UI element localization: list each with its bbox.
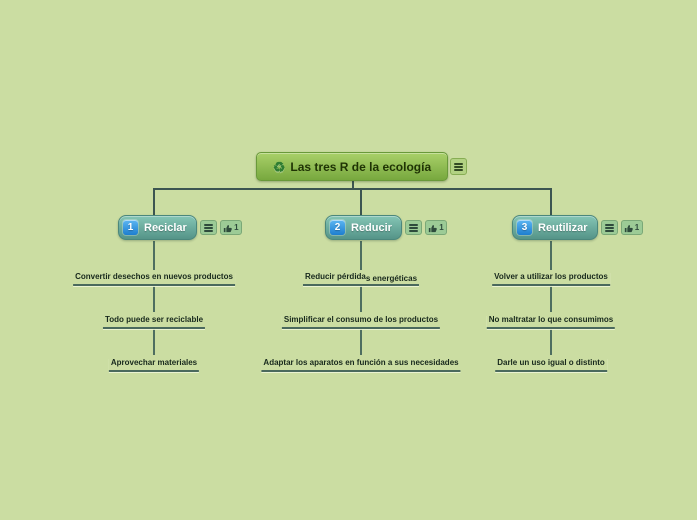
- hamburger-icon: [203, 223, 213, 233]
- subtopic[interactable]: Reducir pérdidas energéticas: [302, 272, 420, 286]
- thumbs-up-icon: [624, 224, 633, 232]
- topic-label: Reciclar: [144, 221, 187, 234]
- subtopic[interactable]: Adaptar los aparatos en función a sus ne…: [261, 358, 461, 372]
- subtopic-label-part2: s energéticas: [365, 274, 418, 283]
- topic-label: Reutilizar: [538, 221, 588, 234]
- connector-line: [153, 188, 552, 190]
- connector-line: [550, 241, 552, 270]
- topic-number-badge: 3: [517, 220, 532, 235]
- thumbs-up-icon: [429, 224, 438, 232]
- topic-reducir[interactable]: 2 Reducir: [325, 215, 402, 240]
- hamburger-icon: [408, 223, 418, 233]
- subtopic[interactable]: Simplificar el consumo de los productos: [281, 315, 441, 329]
- connector-line: [550, 189, 552, 215]
- topic-label: Reducir: [351, 221, 392, 234]
- hamburger-icon: [604, 223, 614, 233]
- notes-icon[interactable]: [450, 158, 467, 175]
- notes-icon[interactable]: [600, 220, 618, 235]
- connector-line: [153, 286, 155, 312]
- subtopic[interactable]: Darle un uso igual o distinto: [495, 358, 607, 372]
- likes-count: 1: [439, 223, 444, 232]
- subtopic[interactable]: Aprovechar materiales: [108, 358, 200, 372]
- thumbs-up-icon: [223, 224, 232, 232]
- connector-line: [153, 189, 155, 215]
- connector-line: [153, 329, 155, 355]
- root-topic-label: Las tres R de la ecología: [290, 159, 432, 174]
- likes-badge[interactable]: 1: [424, 220, 447, 235]
- branch-reciclar: 1 Reciclar 1: [118, 215, 242, 240]
- subtopic[interactable]: Volver a utilizar los productos: [492, 272, 610, 286]
- topic-number-badge: 1: [123, 220, 138, 235]
- connector-line: [153, 241, 155, 270]
- root-topic[interactable]: ♻ Las tres R de la ecología: [256, 152, 448, 181]
- subtopic[interactable]: Convertir desechos en nuevos productos: [73, 272, 235, 286]
- likes-badge[interactable]: 1: [620, 220, 643, 235]
- recycle-icon: ♻: [272, 158, 286, 175]
- branch-reducir: 2 Reducir 1: [325, 215, 447, 240]
- topic-reutilizar[interactable]: 3 Reutilizar: [512, 215, 598, 240]
- likes-count: 1: [234, 223, 239, 232]
- topic-number-badge: 2: [330, 220, 345, 235]
- branch-reutilizar: 3 Reutilizar 1: [512, 215, 643, 240]
- topic-reciclar[interactable]: 1 Reciclar: [118, 215, 197, 240]
- subtopic[interactable]: No maltratar lo que consumimos: [486, 315, 616, 329]
- connector-line: [360, 241, 362, 270]
- connector-line: [550, 286, 552, 312]
- notes-icon[interactable]: [199, 220, 217, 235]
- likes-badge[interactable]: 1: [219, 220, 242, 235]
- subtopic-label-part1: Reducir pérdida: [304, 272, 366, 281]
- notes-icon[interactable]: [404, 220, 422, 235]
- likes-count: 1: [634, 223, 640, 232]
- connector-line: [352, 181, 354, 189]
- connector-line: [360, 286, 362, 312]
- hamburger-icon: [454, 162, 463, 172]
- connector-line: [550, 329, 552, 355]
- connector-line: [360, 329, 362, 355]
- subtopic[interactable]: Todo puede ser reciclable: [102, 315, 206, 329]
- connector-line: [360, 189, 362, 215]
